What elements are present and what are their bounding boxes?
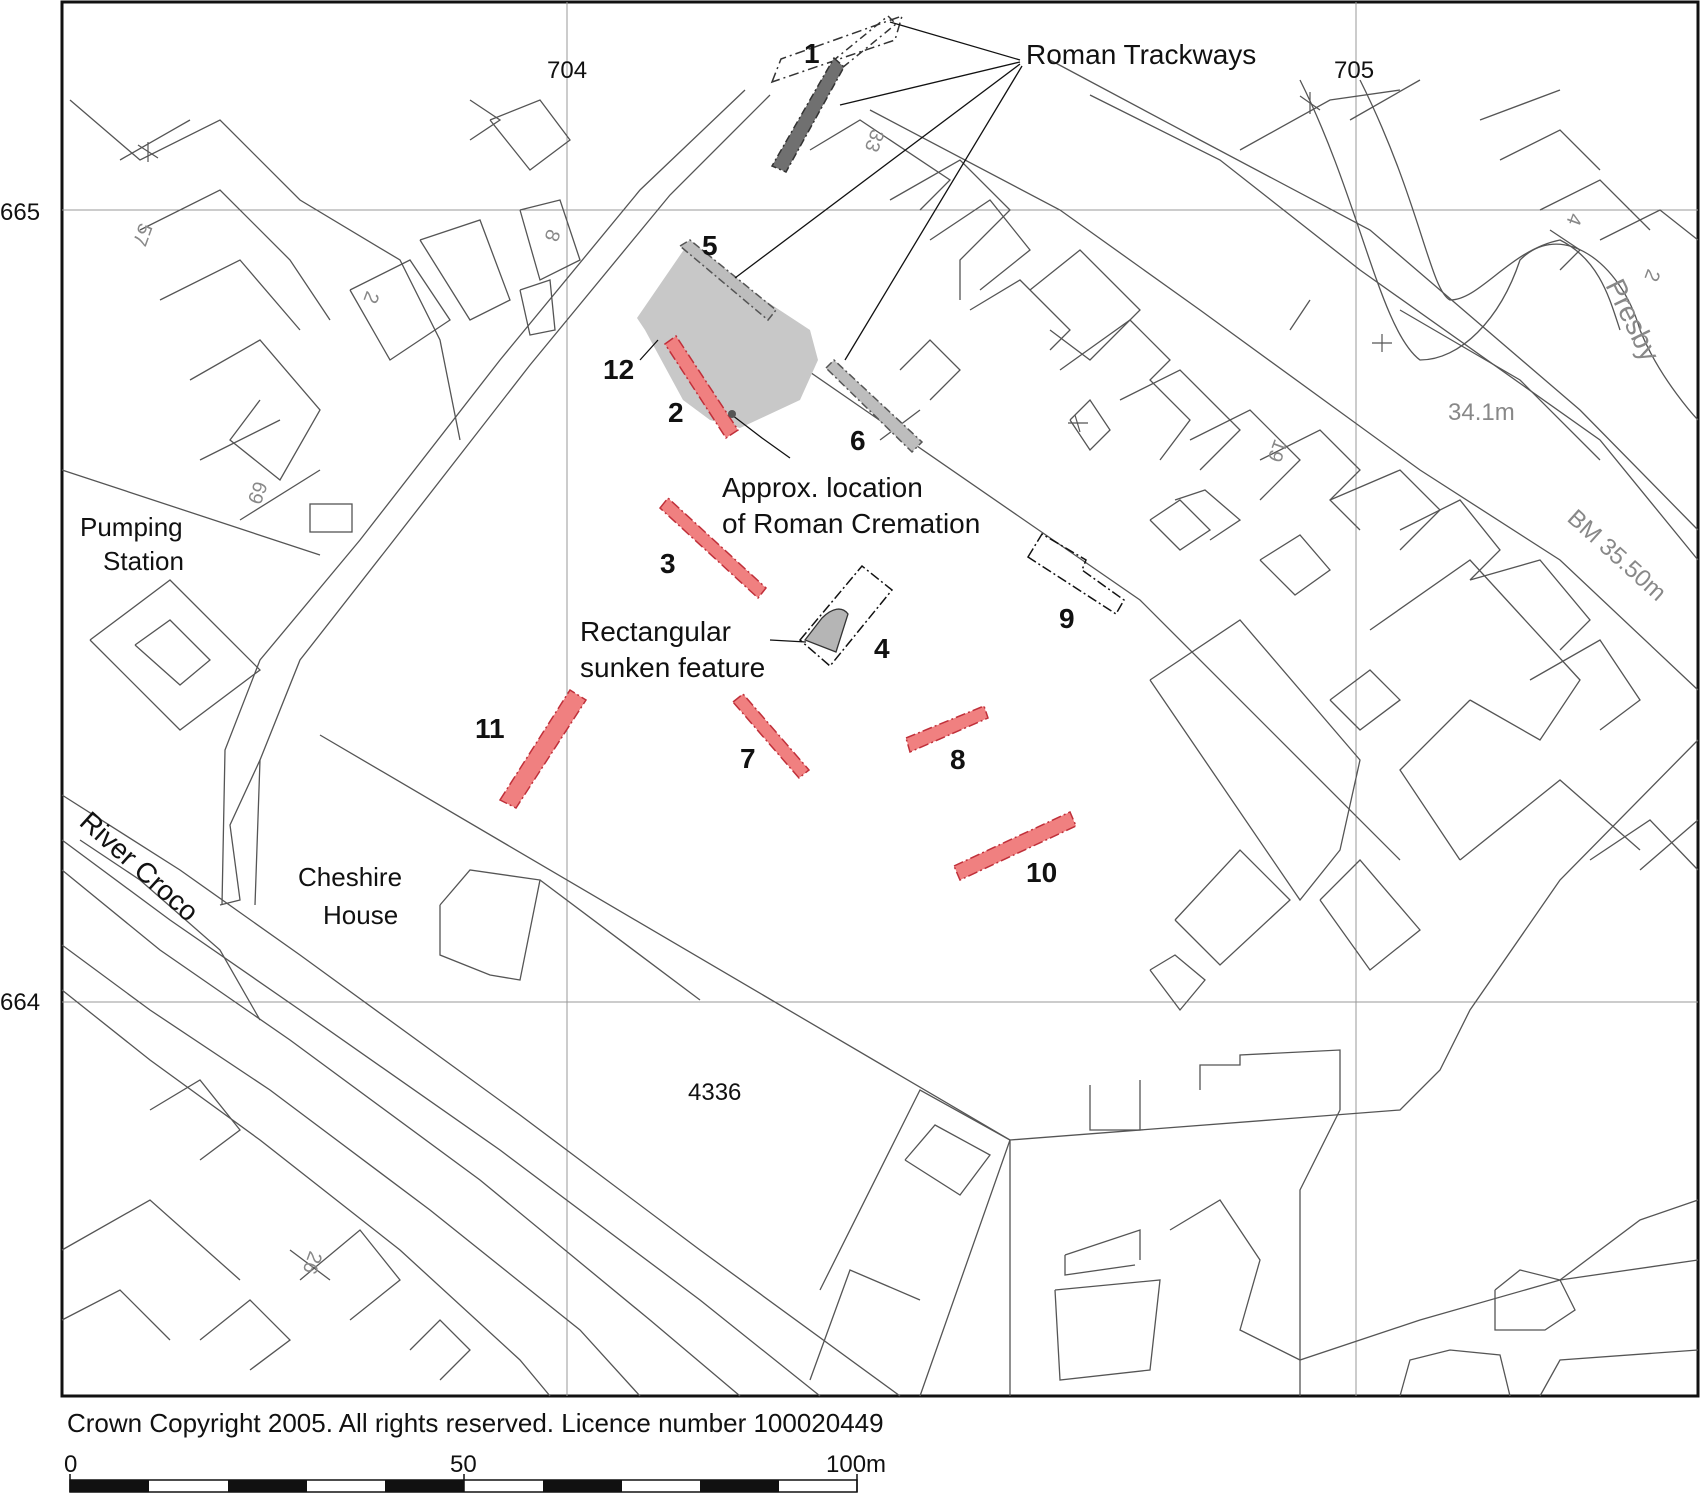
trench-number-1: 1 xyxy=(804,38,820,69)
scale-label-50: 50 xyxy=(450,1451,477,1478)
cremation-label-1: Approx. location xyxy=(722,472,923,503)
trench-number-7: 7 xyxy=(740,743,756,774)
trench-number-6: 6 xyxy=(850,425,866,456)
scale-label-100m: 100m xyxy=(826,1451,886,1478)
sunken-feature xyxy=(803,608,849,653)
trackway-1-outline xyxy=(770,14,904,84)
trench-number-2: 2 xyxy=(668,397,684,428)
trench-number-11: 11 xyxy=(475,713,505,744)
trench-number-10: 10 xyxy=(1026,857,1057,888)
grid-easting-705: 705 xyxy=(1334,57,1374,84)
trench-4 xyxy=(798,564,894,668)
trench-3 xyxy=(658,496,768,600)
grid-northing-664: 664 xyxy=(0,989,40,1016)
parcel-number-label: 4336 xyxy=(688,1079,741,1106)
survey-crosses xyxy=(137,92,1392,433)
sunken-feature-label-2: sunken feature xyxy=(580,652,765,683)
pumping-station-label-2: Station xyxy=(103,546,184,576)
cheshire-house-label-2: House xyxy=(323,900,398,930)
scale-label-0: 0 xyxy=(64,1451,77,1478)
trenches xyxy=(498,334,1077,882)
trench-11 xyxy=(498,688,588,809)
map-frame xyxy=(60,0,1700,1398)
trackway-5 xyxy=(678,239,778,322)
trackway-1-excavated xyxy=(770,56,845,173)
leader-lines xyxy=(639,21,1023,643)
base-map xyxy=(61,59,1699,1397)
pumping-station-label-1: Pumping xyxy=(80,512,183,542)
grid-northing-665: 665 xyxy=(0,199,40,226)
trench-number-5: 5 xyxy=(702,230,718,261)
trench-10 xyxy=(953,810,1077,882)
cremation-area xyxy=(637,248,818,428)
trench-number-12: 12 xyxy=(603,354,634,385)
outline-features xyxy=(798,532,1125,668)
trench-8 xyxy=(905,705,989,754)
scale-bar: 0 50 100m xyxy=(64,1451,886,1493)
roman-trackways-label: Roman Trackways xyxy=(1026,39,1256,70)
grid-easting-704: 704 xyxy=(547,57,587,84)
trackway-1-dashed xyxy=(832,14,898,70)
trench-9 xyxy=(1026,532,1125,616)
spot-height-label: 34.1m xyxy=(1448,399,1515,426)
trench-number-4: 4 xyxy=(874,633,890,664)
trench-number-9: 9 xyxy=(1059,603,1075,634)
cheshire-house-label-1: Cheshire xyxy=(298,862,402,892)
copyright-notice: Crown Copyright 2005. All rights reserve… xyxy=(67,1408,884,1438)
cremation-location-marker xyxy=(728,410,736,418)
sunken-feature-label-1: Rectangular xyxy=(580,616,731,647)
trench-2 xyxy=(663,334,740,440)
cremation-label-2: of Roman Cremation xyxy=(722,508,980,539)
trackway-6 xyxy=(824,358,924,454)
trench-number-3: 3 xyxy=(660,548,676,579)
trench-7 xyxy=(731,692,811,780)
roman-trackways xyxy=(678,14,924,454)
trench-number-8: 8 xyxy=(950,744,966,775)
